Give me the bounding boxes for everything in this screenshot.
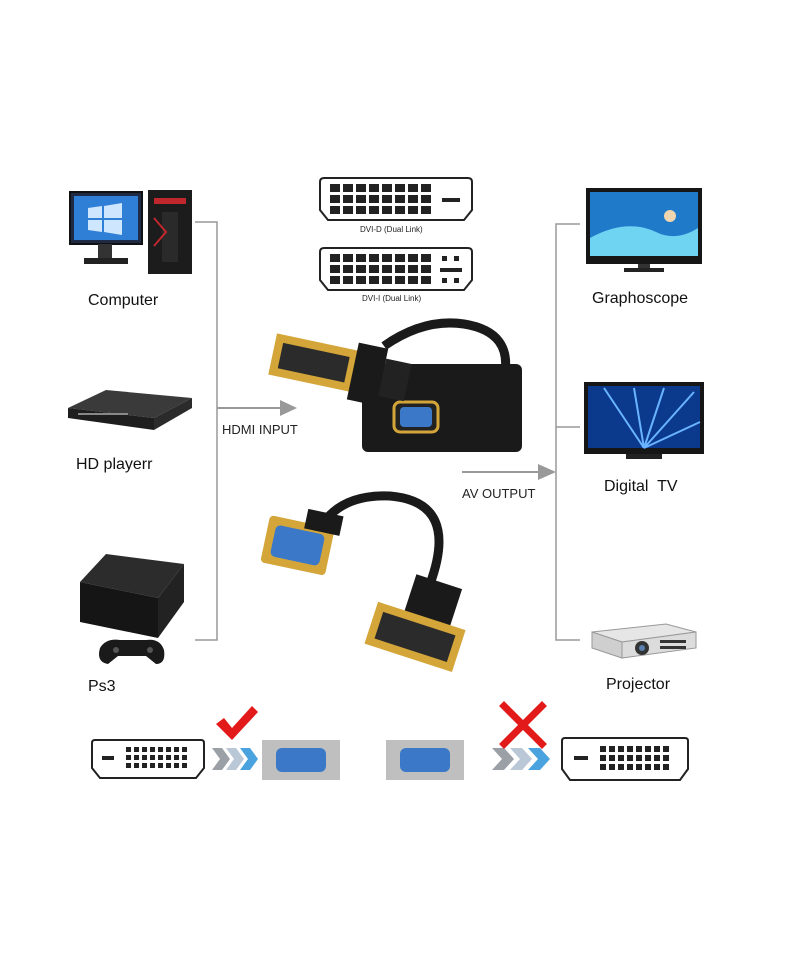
hd-player-icon xyxy=(66,386,194,436)
cross-mark-icon xyxy=(499,701,547,749)
tv-icon xyxy=(586,188,702,274)
compat-arrow-1 xyxy=(212,746,258,772)
ps3-console-icon xyxy=(76,552,188,672)
dvi-to-vga-adapter-image xyxy=(264,312,526,456)
dvi-d-label: DVI-D (Dual Link) xyxy=(360,225,423,234)
dvi-i-connector-diagram xyxy=(318,246,474,294)
computer-label: Computer xyxy=(88,292,159,309)
output-bracket xyxy=(462,223,580,641)
compat-arrow-2 xyxy=(492,746,550,772)
compat-vga-connector-2 xyxy=(386,740,464,780)
hdmi-input-label: HDMI INPUT xyxy=(222,422,298,437)
compat-vga-connector-1 xyxy=(262,740,340,780)
compat-dvi-connector-2 xyxy=(560,736,690,782)
compat-dvi-connector xyxy=(90,738,206,780)
dvi-i-label: DVI-I (Dual Link) xyxy=(362,294,422,303)
digital-tv-icon xyxy=(584,382,704,462)
vga-to-dvi-adapter-image xyxy=(260,488,470,680)
dvi-d-connector-diagram xyxy=(318,176,474,224)
av-output-label: AV OUTPUT xyxy=(462,486,536,501)
input-bracket xyxy=(195,221,297,641)
projector-label: Projector xyxy=(606,676,671,693)
computer-icon xyxy=(69,188,195,278)
projector-icon xyxy=(586,620,698,662)
check-mark-icon xyxy=(214,704,258,742)
graphoscope-label: Graphoscope xyxy=(592,290,689,307)
digital-tv-label: Digital TV xyxy=(604,478,678,495)
hd-player-label: HD playerr xyxy=(76,456,153,473)
ps3-label: Ps3 xyxy=(88,678,116,695)
